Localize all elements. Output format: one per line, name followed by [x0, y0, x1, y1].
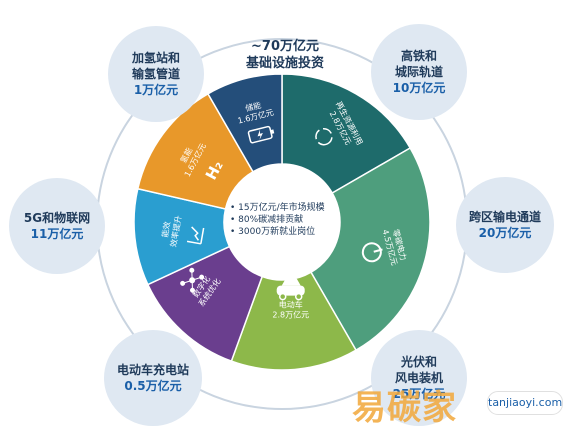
- center-summary: • 15万亿元/年市场规模 • 80%碳减排贡献 • 3000万新就业岗位: [230, 202, 350, 238]
- bubble-ev-charging: 电动车充电站 0.5万亿元: [104, 330, 202, 426]
- watermark-domain: tanjiaoyi.com: [487, 391, 563, 415]
- center-item-market: • 15万亿元/年市场规模: [230, 203, 325, 213]
- title-line-2: 基础设施投资: [245, 56, 324, 71]
- battery-icon: [247, 125, 275, 144]
- title-line-1: ~70万亿元: [251, 39, 319, 54]
- diagram-title: ~70万亿元 基础设施投资: [235, 38, 335, 72]
- center-item-carbon: • 80%碳减排贡献: [230, 215, 304, 225]
- segment-value-ev: 2.8万亿元: [272, 310, 309, 320]
- donut-center: [224, 164, 340, 280]
- bubble-pv-wind: 光伏和 风电装机 25万亿元: [371, 330, 467, 426]
- car-icon: [276, 278, 305, 301]
- watermark-brand: 易碳家: [352, 388, 457, 428]
- segment-name-efficiency: 能效: [159, 221, 172, 238]
- segment-name-storage: 储能: [244, 100, 262, 114]
- network-icon: [180, 267, 205, 293]
- sector-donut: 再生资源利用2.8万亿元零碳电力4.5万亿元电动车2.8万亿元数字化系统优化能效…: [133, 73, 431, 371]
- recycle-icon: [315, 127, 333, 146]
- bubble-rail: 高铁和 城际轨道 10万亿元: [371, 24, 467, 120]
- chart-up-icon: [186, 226, 205, 245]
- power-icon: [361, 242, 383, 263]
- center-item-jobs: • 3000万新就业岗位: [230, 227, 316, 237]
- bubble-hydrogen: 加氢站和 输氢管道 1万亿元: [108, 26, 204, 122]
- bubble-5g: 5G和物联网 11万亿元: [9, 178, 105, 274]
- bubble-grid: 跨区输电通道 20万亿元: [456, 177, 554, 273]
- segment-name-ev: 电动车: [279, 300, 303, 310]
